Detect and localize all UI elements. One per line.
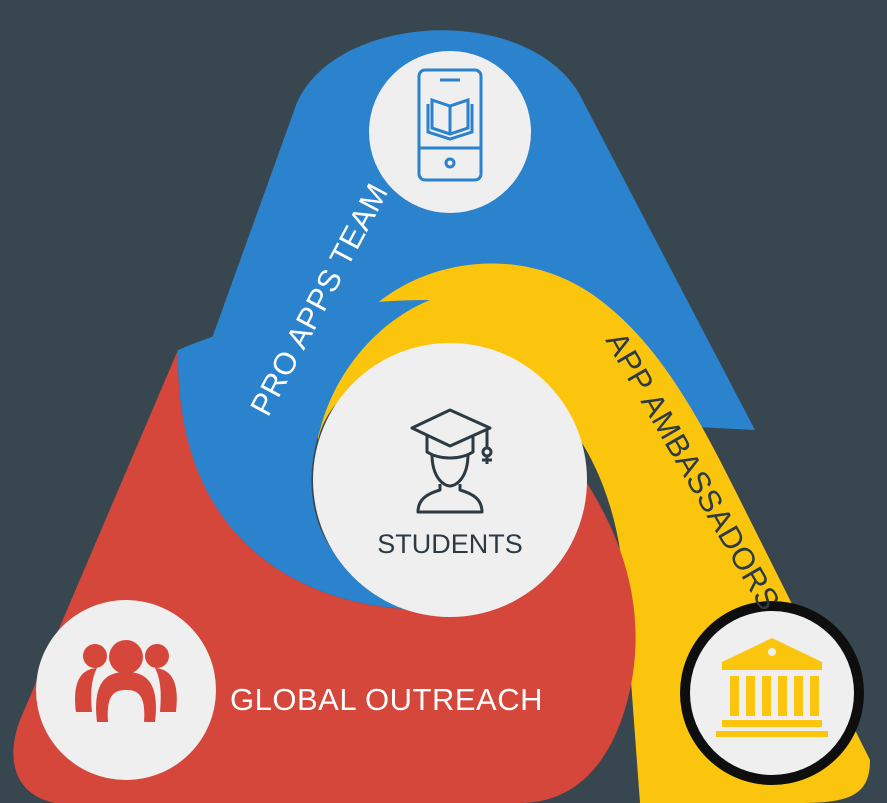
mobile-book-icon — [417, 68, 483, 182]
graduate-icon — [410, 408, 493, 514]
bottom-right-circle — [690, 611, 854, 775]
blue-inner-arm — [177, 300, 585, 610]
global-outreach-label: GLOBAL OUTREACH — [230, 682, 543, 717]
students-label: STUDENTS — [377, 529, 523, 559]
group-icon-cutouts — [107, 690, 145, 722]
blue-segment — [60, 30, 755, 760]
center-circle — [313, 343, 587, 617]
institution-dot — [768, 648, 776, 656]
